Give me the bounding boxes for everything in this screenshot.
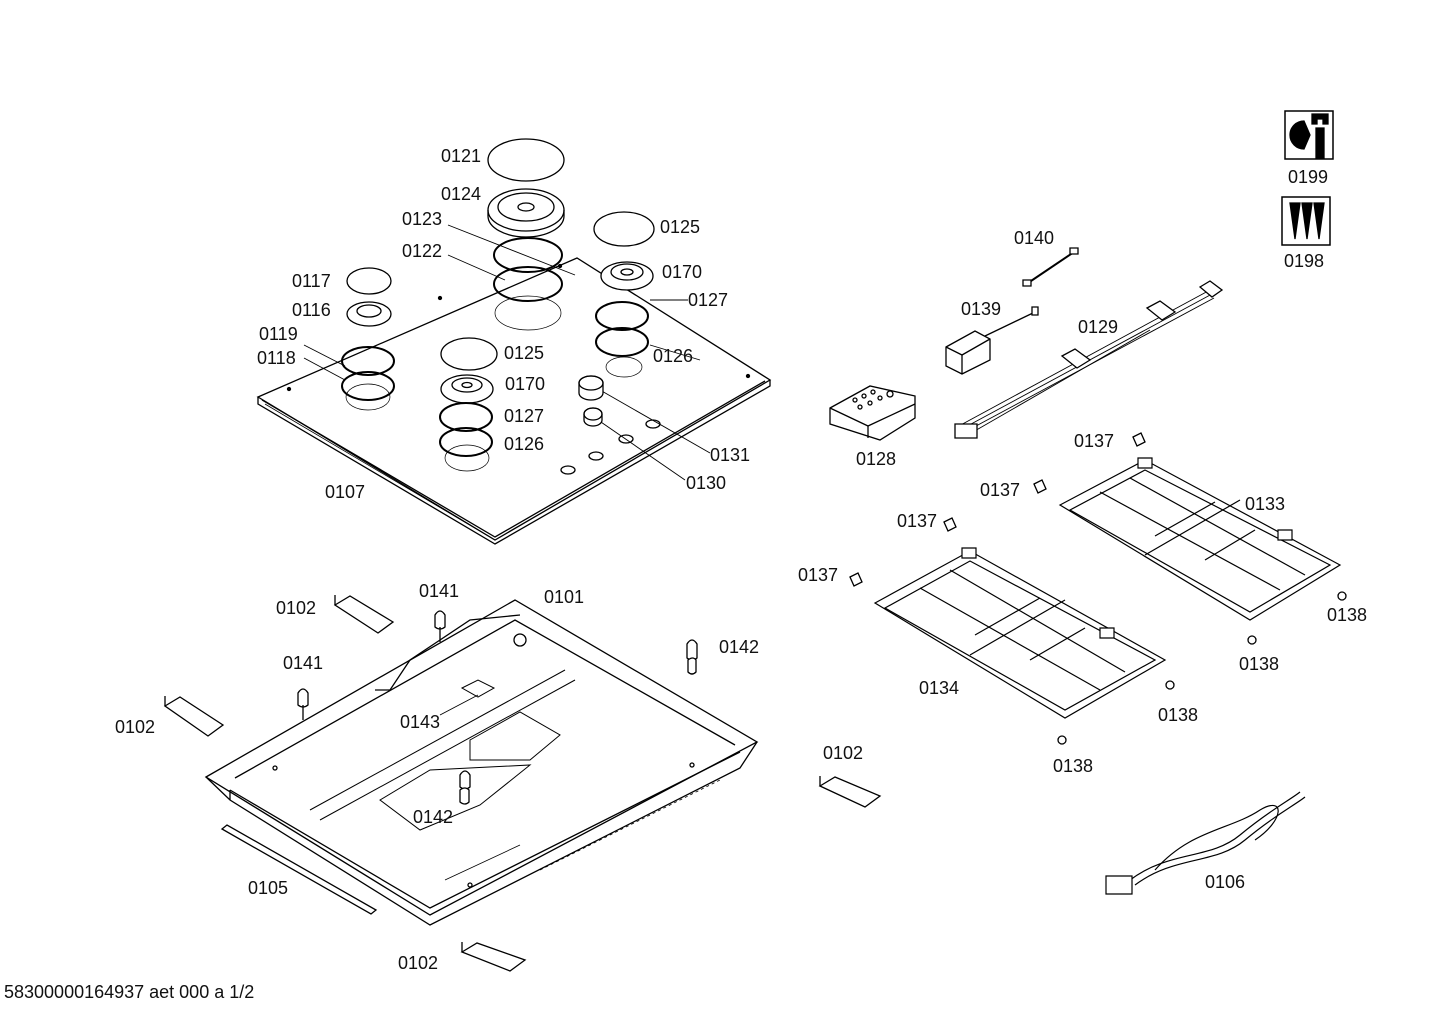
center-burner-stack [440,338,497,456]
label-0134: 0134 [919,678,960,698]
label-0137-d: 0137 [798,565,839,585]
electronics-parts [830,248,1222,440]
power-cable [1106,792,1305,894]
label-0105: 0105 [248,878,289,898]
label-0137-b: 0137 [980,480,1021,500]
label-0137-c: 0137 [897,511,938,531]
label-0119: 0119 [259,324,298,344]
label-0130: 0130 [686,473,727,493]
label-0138-b: 0138 [1239,654,1280,674]
label-0141-a: 0141 [419,581,460,601]
label-0129: 0129 [1078,317,1119,337]
clips-0137 [850,433,1145,586]
label-0133: 0133 [1245,494,1286,514]
label-0139: 0139 [961,299,1002,319]
label-0170-right: 0170 [662,262,703,282]
label-0116: 0116 [292,300,331,320]
label-0126-right: 0126 [653,346,694,366]
strip-0105 [222,825,376,914]
label-0125-right: 0125 [660,217,701,237]
label-0143: 0143 [400,712,441,732]
label-0107: 0107 [325,482,366,502]
label-0128: 0128 [856,449,897,469]
label-0141-b: 0141 [283,653,324,673]
document-id-footer: 58300000164937 aet 000 a 1/2 [4,982,255,1002]
label-0127-center: 0127 [504,406,545,426]
label-0102-c: 0102 [823,743,864,763]
left-small-burner-stack [342,268,394,400]
label-0138-d: 0138 [1053,756,1094,776]
label-0102-d: 0102 [398,953,439,973]
bottom-tray [206,600,757,925]
large-burner-stack [488,139,564,301]
brackets-0102 [165,595,880,971]
label-0199: 0199 [1288,167,1329,187]
label-0125-center: 0125 [504,343,545,363]
label-0118: 0118 [257,348,296,368]
label-0131: 0131 [710,445,751,465]
label-0122: 0122 [402,241,443,261]
label-0198: 0198 [1284,251,1325,271]
label-0142-b: 0142 [413,807,454,827]
label-0106: 0106 [1205,872,1246,892]
right-burner-stack [594,212,654,356]
label-0124: 0124 [441,184,482,204]
label-0142-a: 0142 [719,637,760,657]
label-0138-a: 0138 [1327,605,1368,625]
label-0127-right: 0127 [688,290,729,310]
tool-wrench-icon [1285,111,1333,159]
label-0102-a: 0102 [276,598,317,618]
feet-0138 [1058,592,1346,744]
label-0123: 0123 [402,209,443,229]
cooktop-top-plate [258,258,770,544]
screws-icon [1282,197,1330,245]
studs [298,611,697,804]
label-0102-b: 0102 [115,717,156,737]
pan-support-right [1060,458,1340,620]
label-0137-a: 0137 [1074,431,1115,451]
label-0121: 0121 [441,146,482,166]
label-0140: 0140 [1014,228,1055,248]
label-0117: 0117 [292,271,331,291]
control-knob [579,376,603,426]
label-0126-center: 0126 [504,434,545,454]
label-0138-c: 0138 [1158,705,1199,725]
label-0170-center: 0170 [505,374,546,394]
leader-0143 [440,695,478,715]
label-0101: 0101 [544,587,585,607]
pan-support-left [875,548,1165,718]
